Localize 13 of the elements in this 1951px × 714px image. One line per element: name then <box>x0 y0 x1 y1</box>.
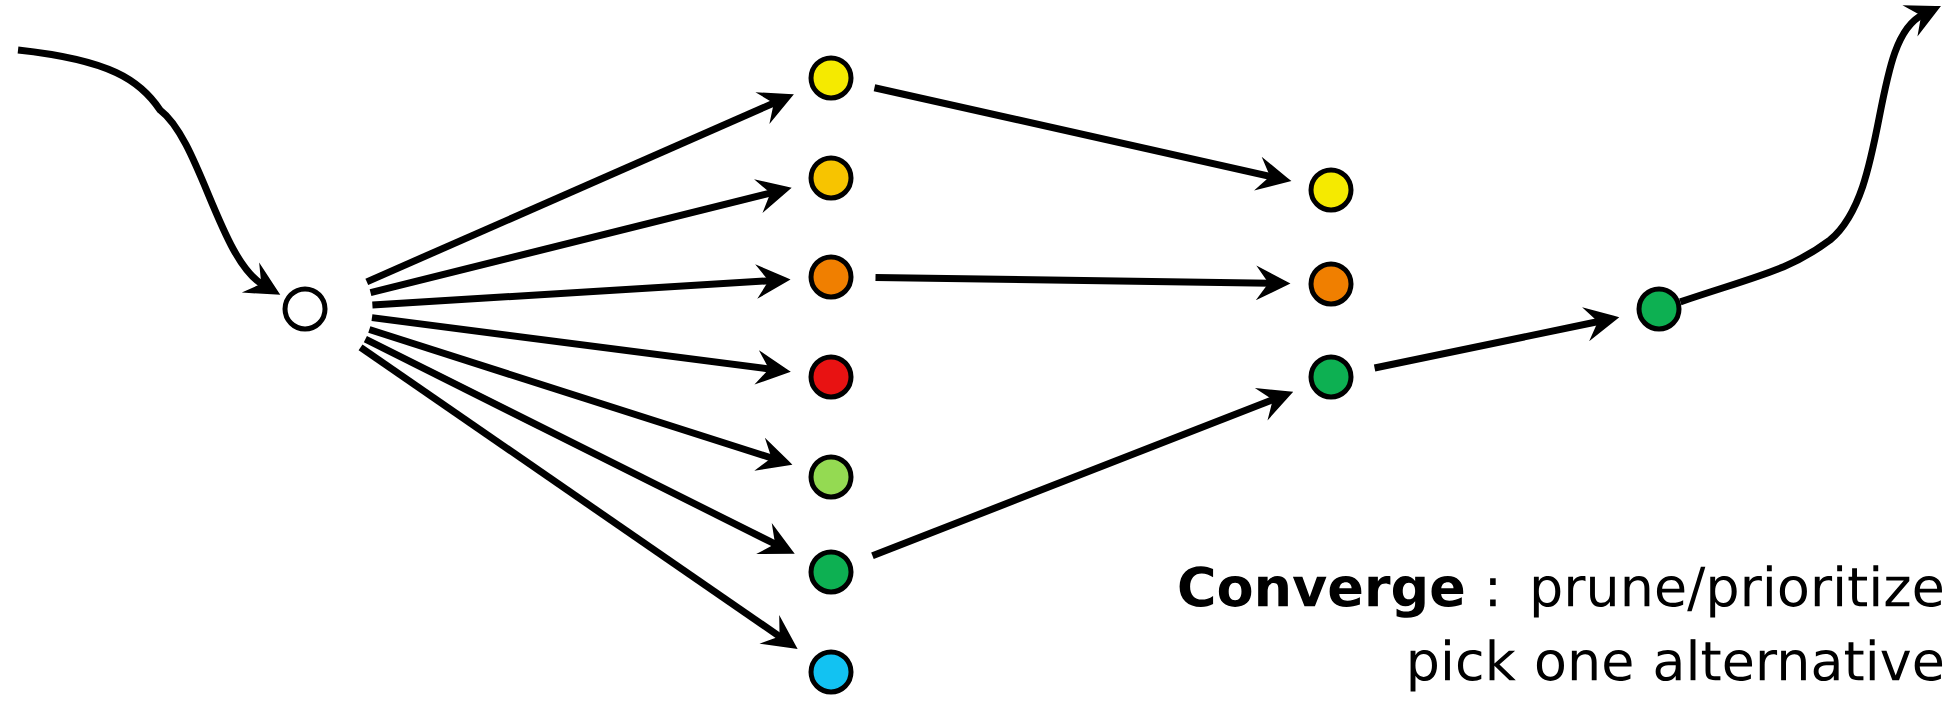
dot <box>808 649 854 695</box>
dot <box>1308 167 1354 213</box>
dot <box>808 354 854 400</box>
dot <box>808 549 854 595</box>
dot <box>808 254 854 300</box>
caption-text: Converge : prune/prioritize pick one alternative <box>1179 565 1943 692</box>
dot <box>282 286 328 332</box>
dot <box>808 55 854 101</box>
dot <box>1308 354 1354 400</box>
dot <box>1636 286 1682 332</box>
dot <box>808 155 854 201</box>
dot <box>808 454 854 500</box>
dot <box>1308 261 1354 307</box>
